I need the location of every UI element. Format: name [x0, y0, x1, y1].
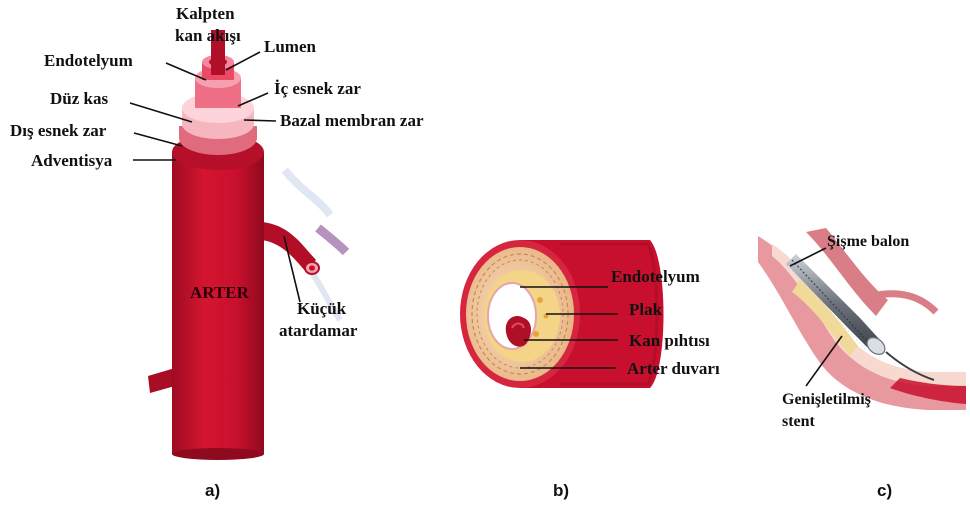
label-kalpten-line1: Kalpten — [176, 4, 235, 23]
label-genis-line2: stent — [782, 413, 816, 430]
label-duz-kas: Düz kas — [50, 89, 108, 108]
label-arter: ARTER — [190, 283, 250, 302]
panel-b: Endotelyum Plak Kan pıhtısı Arter duvarı… — [460, 240, 720, 500]
caption-b: b) — [553, 481, 569, 500]
panel-c: Şişme balon Genişletilmiş stent c) — [758, 228, 966, 500]
label-b-plak: Plak — [629, 300, 663, 319]
label-b-endotelyum: Endotelyum — [611, 267, 700, 286]
label-kucuk-line1: Küçük — [297, 299, 347, 318]
panel-a: Kalpten kan akışı Lumen Endotelyum İç es… — [10, 4, 424, 500]
caption-a: a) — [205, 481, 220, 500]
artery-bottom — [172, 448, 264, 460]
label-genis-line1: Genişletilmiş — [782, 391, 871, 408]
label-adventisya: Adventisya — [31, 151, 113, 170]
leader-endotelyum — [166, 63, 206, 80]
leader-bazal-membran — [244, 120, 276, 121]
leader-dis-esnek-zar — [134, 133, 182, 146]
caption-c: c) — [877, 481, 892, 500]
left-branch — [148, 368, 175, 393]
label-ic-esnek-zar: İç esnek zar — [274, 79, 361, 98]
label-endotelyum: Endotelyum — [44, 51, 133, 70]
label-kalpten-line2: kan akışı — [175, 26, 241, 45]
label-dis-esnek-zar: Dış esnek zar — [10, 121, 107, 140]
artery-tube — [172, 152, 264, 454]
label-sisme-balon: Şişme balon — [827, 233, 909, 250]
label-lumen: Lumen — [264, 37, 317, 56]
label-kucuk-line2: atardamar — [279, 321, 358, 340]
label-b-arter-duvari: Arter duvarı — [627, 359, 720, 378]
label-bazal-membran-zar: Bazal membran zar — [280, 111, 424, 130]
label-b-kan-pihtisi: Kan pıhtısı — [629, 331, 710, 350]
